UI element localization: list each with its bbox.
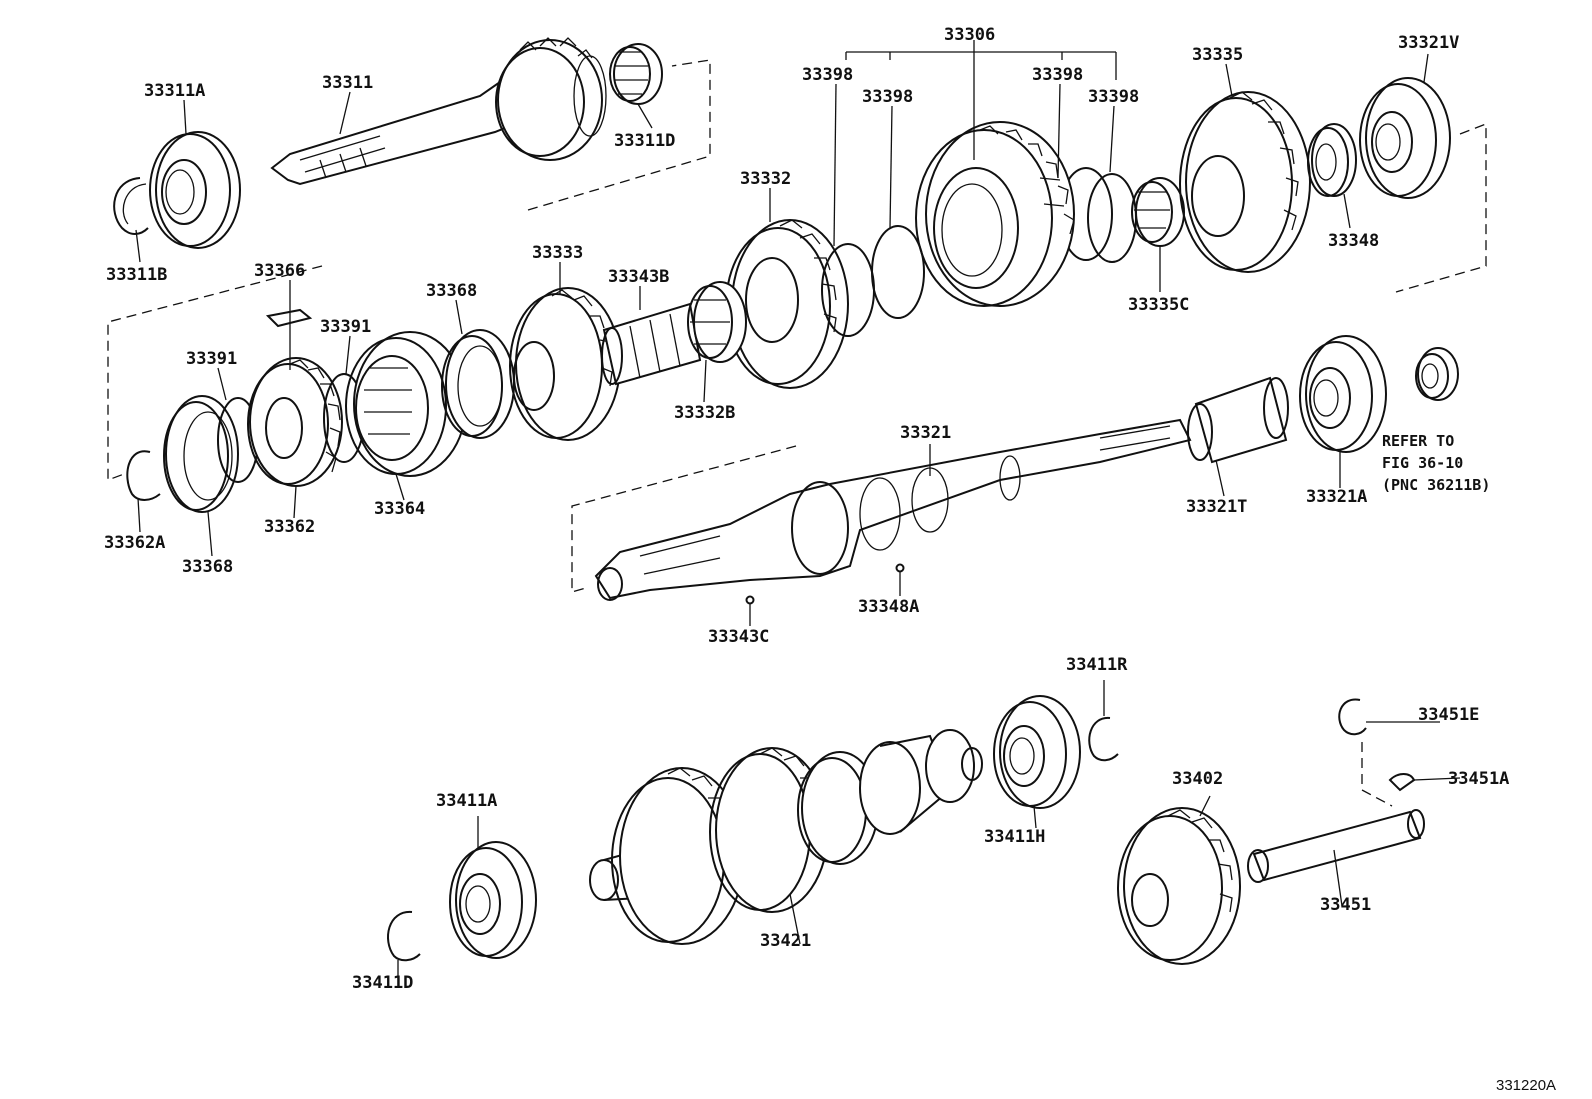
needle-bearing-33335C xyxy=(1131,177,1185,247)
label-33451E: 33451E xyxy=(1418,705,1479,725)
needle-bearing-33332B xyxy=(687,281,747,363)
idler-shaft-33451 xyxy=(1247,809,1425,883)
shifting-key-33366 xyxy=(265,308,313,328)
snap-ring-33411R xyxy=(1088,716,1119,762)
input-shaft-group xyxy=(113,37,711,249)
counter-gear-group xyxy=(387,695,1119,962)
hub-sleeve-33364 xyxy=(345,331,467,477)
middle-left-group xyxy=(107,265,747,513)
output-shaft-33321 xyxy=(594,418,1192,601)
label-33366: 33366 xyxy=(254,261,305,281)
snap-ring-33311B xyxy=(113,177,149,235)
label-33311B: 33311B xyxy=(106,265,167,285)
counter-gear-33421 xyxy=(589,729,983,945)
label-33311D: 33311D xyxy=(614,131,675,151)
synchronizer-group xyxy=(725,77,1487,389)
snap-ring-33362A xyxy=(126,450,161,501)
ball-33348A xyxy=(895,563,905,573)
label-33335: 33335 xyxy=(1192,45,1243,65)
needle-bearing-33311D xyxy=(609,43,663,105)
label-33335C: 33335C xyxy=(1128,295,1189,315)
woodruff-key-33451A xyxy=(1388,773,1416,792)
figure-id: 331220A xyxy=(1496,1077,1556,1094)
label-33362: 33362 xyxy=(264,517,315,537)
label-33398-b: 33398 xyxy=(862,87,913,107)
label-33411A: 33411A xyxy=(436,791,497,811)
spacer-33321T xyxy=(1187,376,1289,464)
bearing-33321V xyxy=(1359,77,1451,199)
gear-33333 xyxy=(509,287,621,441)
label-33332B: 33332B xyxy=(674,403,735,423)
label-33451A: 33451A xyxy=(1448,769,1509,789)
label-33402: 33402 xyxy=(1172,769,1223,789)
label-33411H: 33411H xyxy=(984,827,1045,847)
input-shaft-33311 xyxy=(270,37,607,186)
refer-note-line1: REFER TO xyxy=(1382,432,1454,450)
label-33348: 33348 xyxy=(1328,231,1379,251)
bearing-33411H xyxy=(993,695,1081,809)
synchro-ring-33398-mid xyxy=(871,225,925,319)
ball-33343C xyxy=(745,595,755,605)
refer-note-line2: FIG 36-10 xyxy=(1382,454,1463,472)
label-33391-b: 33391 xyxy=(186,349,237,369)
label-33368-b: 33368 xyxy=(182,557,233,577)
label-33343B: 33343B xyxy=(608,267,669,287)
label-33451: 33451 xyxy=(1320,895,1371,915)
output-shaft-group xyxy=(571,335,1459,605)
label-33398-a: 33398 xyxy=(802,65,853,85)
label-33321V: 33321V xyxy=(1398,33,1459,53)
label-33332: 33332 xyxy=(740,169,791,189)
reverse-idler-group xyxy=(1117,698,1425,965)
label-33321: 33321 xyxy=(900,423,951,443)
bearing-33411A xyxy=(449,841,537,959)
bearing-33311A xyxy=(149,131,241,249)
label-33333: 33333 xyxy=(532,243,583,263)
label-33321T: 33321T xyxy=(1186,497,1247,517)
leader-lines xyxy=(135,40,1461,988)
label-33391-a: 33391 xyxy=(320,317,371,337)
label-33411R: 33411R xyxy=(1066,655,1128,675)
washer-33348 xyxy=(1307,123,1357,197)
bushing-33343B xyxy=(601,302,702,386)
label-33364: 33364 xyxy=(374,499,425,519)
lock-nut-refer xyxy=(1415,347,1459,401)
label-33311: 33311 xyxy=(322,73,373,93)
snap-ring-33411D xyxy=(387,910,421,962)
label-33311A: 33311A xyxy=(144,81,205,101)
label-33411D: 33411D xyxy=(352,973,413,993)
part-labels: 33311A 33311 33311D 33311B 33306 33398 3… xyxy=(104,25,1556,1094)
synchro-ring-33368-left xyxy=(163,395,239,513)
gear-33335 xyxy=(1179,91,1311,273)
refer-note-line3: (PNC 36211B) xyxy=(1382,476,1490,494)
clutch-hub-33362 xyxy=(247,357,343,487)
label-33362A: 33362A xyxy=(104,533,165,553)
label-33348A: 33348A xyxy=(858,597,919,617)
label-33321A: 33321A xyxy=(1306,487,1367,507)
label-33306: 33306 xyxy=(944,25,995,45)
label-33398-d: 33398 xyxy=(1088,87,1139,107)
label-33421: 33421 xyxy=(760,931,811,951)
label-33368-a: 33368 xyxy=(426,281,477,301)
synchronizer-hub-33306 xyxy=(915,121,1075,307)
bearing-33321A xyxy=(1299,335,1387,453)
label-33398-c: 33398 xyxy=(1032,65,1083,85)
label-33343C: 33343C xyxy=(708,627,769,647)
reverse-idler-gear-33402 xyxy=(1117,807,1241,965)
e-ring-33451E xyxy=(1338,698,1367,736)
